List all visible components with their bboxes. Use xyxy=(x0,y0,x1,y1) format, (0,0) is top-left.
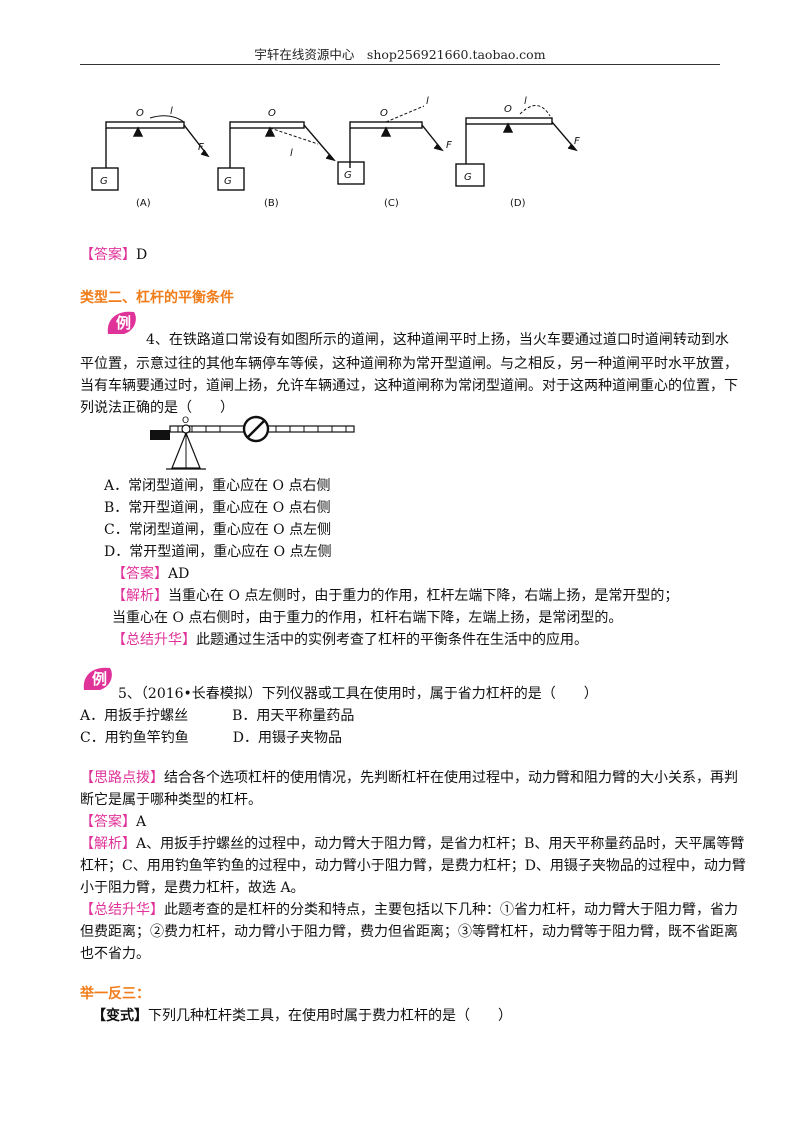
q4-stem-line-3: 当有车辆要通过时，道闸上扬，允许车辆通过，这种道闸称为常闭型道闸。对于这两种道闸… xyxy=(80,378,738,394)
caption-c: (C) xyxy=(384,198,399,209)
weight-label-b: G xyxy=(224,176,232,187)
answer-tag: 【答案】 xyxy=(112,566,168,582)
analysis-text: A、用扳手拧螺丝的过程中，动力臂大于阻力臂，是省力杠杆；B、用天平称量药品时，天… xyxy=(136,836,745,852)
lever-diagram-d xyxy=(455,105,578,187)
svg-text:例: 例 xyxy=(116,314,131,332)
variant-question: 【变式】下列几种杠杆类工具，在使用时属于费力杠杆的是（ ） xyxy=(92,1006,512,1026)
weight-label-d: G xyxy=(464,172,472,183)
q4-summary-line: 【总结升华】此题通过生活中的实例考查了杠杆的平衡条件在生活中的应用。 xyxy=(112,630,588,650)
q5-hint-line-1: 【思路点拨】结合各个选项杠杆的使用情况，先判断杠杆在使用过程中，动力臂和阻力臂的… xyxy=(80,768,738,788)
summary-tag: 【总结升华】 xyxy=(112,632,196,648)
weight-label-c: G xyxy=(344,170,352,181)
q4-stem-line-2: 平位置，示意过往的其他车辆停车等候，这种道闸称为常开型道闸。与之相反，另一种道闸… xyxy=(80,356,738,372)
page-header: 宇轩在线资源中心 shop256921660.taobao.com xyxy=(254,47,546,62)
q5-analysis-line-2: 杠杆；C、用用钓鱼竿钓鱼的过程中，动力臂小于阻力臂，是费力杠杆；D、用镊子夹物品… xyxy=(80,858,746,874)
summary-text: 此题通过生活中的实例考查了杠杆的平衡条件在生活中的应用。 xyxy=(196,632,588,648)
force-label-c: F xyxy=(446,140,452,151)
lever-diagram-c xyxy=(337,105,444,185)
arm-label-c: l xyxy=(426,96,429,107)
q4-analysis-line-2: 当重心在 O 点右侧时，由于重力的作用，杠杆右端下降，左端上扬，是常闭型的。 xyxy=(112,610,623,626)
example-badge-icon: 例 xyxy=(107,311,136,334)
analysis-tag: 【解析】 xyxy=(112,588,168,604)
q4-stem-line-4: 列说法正确的是（ ） xyxy=(80,400,234,416)
q5-answer-line: 【答案】A xyxy=(80,812,146,832)
pivot-label-a: O xyxy=(136,108,144,119)
q5-option-d: D．用镊子夹物品 xyxy=(232,730,342,746)
road-gate-figure: O xyxy=(150,415,355,470)
q5-summary-line-1: 【总结升华】此题考查的是杠杆的分类和特点，主要包括以下几种：①省力杠杆，动力臂大… xyxy=(80,900,738,920)
q5-summary-line-2: 但费距离；②费力杠杆，动力臂小于阻力臂，费力但省距离；③等臂杠杆，动力臂等于阻力… xyxy=(80,924,738,940)
q4-option-a: A．常闭型道闸，重心应在 O 点右侧 xyxy=(104,478,331,494)
variant-tag: 【变式】 xyxy=(92,1008,148,1024)
counterweight-block xyxy=(150,430,170,440)
q5-summary-line-3: 也不省力。 xyxy=(80,946,150,962)
hint-text: 结合各个选项杠杆的使用情况，先判断杠杆在使用过程中，动力臂和阻力臂的大小关系，再… xyxy=(164,770,738,786)
section-title: 类型二、杠杆的平衡条件 xyxy=(80,290,234,306)
answer-value: AD xyxy=(168,566,190,582)
q5-options-row-1: A．用扳手拧螺丝 B．用天平称量药品 xyxy=(80,706,354,726)
pivot-icon xyxy=(181,424,191,434)
summary-text: 此题考查的是杠杆的分类和特点，主要包括以下几种：①省力杠杆，动力臂大于阻力臂，省… xyxy=(164,902,738,918)
q4-option-c: C．常闭型道闸，重心应在 O 点左侧 xyxy=(104,522,332,538)
weight-label-a: G xyxy=(100,176,108,187)
lever-diagram-b xyxy=(217,121,336,191)
q4-stem-line-1: 4、在铁路道口常设有如图所示的道闸，这种道闸平时上扬，当火车要通过道口时道闸转动… xyxy=(146,332,729,348)
answer-tag: 【答案】 xyxy=(80,247,136,263)
q4-analysis-line-1: 【解析】当重心在 O 点左侧时，由于重力的作用，杠杆左端下降，右端上扬，是常开型… xyxy=(112,586,678,606)
q5-option-a: A．用扳手拧螺丝 xyxy=(80,708,189,724)
variant-text: 下列几种杠杆类工具，在使用时属于费力杠杆的是（ ） xyxy=(148,1008,512,1024)
q5-analysis-line-1: 【解析】A、用扳手拧螺丝的过程中，动力臂大于阻力臂，是省力杠杆；B、用天平称量药… xyxy=(80,834,744,854)
arm-label-a: l xyxy=(170,106,173,117)
example-badge-icon: 例 xyxy=(83,667,112,690)
arm-label-b: l xyxy=(290,148,293,159)
q5-option-b: B．用天平称量药品 xyxy=(232,708,355,724)
q4-answer-line: 【答案】AD xyxy=(112,564,189,584)
summary-tag: 【总结升华】 xyxy=(80,902,164,918)
pivot-label-b: O xyxy=(268,108,276,119)
hint-tag: 【思路点拨】 xyxy=(80,770,164,786)
analysis-text: 当重心在 O 点左侧时，由于重力的作用，杠杆左端下降，右端上扬，是常开型的； xyxy=(168,588,679,604)
q3-answer-line: 【答案】D xyxy=(80,245,147,265)
answer-value: A xyxy=(136,814,147,830)
q4-option-d: D．常开型道闸，重心应在 O 点左侧 xyxy=(104,544,332,560)
lever-diagrams-figure: O l F G O l G O l F G O l F G (A) (B) (C… xyxy=(91,96,580,209)
lever-diagram-a xyxy=(91,115,210,191)
answer-tag: 【答案】 xyxy=(80,814,136,830)
caption-a: (A) xyxy=(136,198,151,209)
section-title: 举一反三： xyxy=(80,986,150,1002)
q5-options-row-2: C．用钓鱼竿钓鱼 D．用镊子夹物品 xyxy=(80,728,342,748)
caption-d: (D) xyxy=(510,198,526,209)
gate-pivot-label: O xyxy=(182,416,189,426)
force-label-d: F xyxy=(574,136,580,147)
pivot-label-d: O xyxy=(504,104,512,115)
q5-analysis-line-3: 小于阻力臂，是费力杠杆，故选 A。 xyxy=(80,880,305,896)
arm-label-d: l xyxy=(524,96,527,107)
analysis-tag: 【解析】 xyxy=(80,836,136,852)
pivot-label-c: O xyxy=(380,108,388,119)
q5-hint-line-2: 断它是属于哪种类型的杠杆。 xyxy=(80,792,262,808)
caption-b: (B) xyxy=(264,198,279,209)
answer-value: D xyxy=(136,247,148,263)
q5-stem: 5、（2016•长春模拟）下列仪器或工具在使用时，属于省力杠杆的是（ ） xyxy=(118,686,598,702)
q5-option-c: C．用钓鱼竿钓鱼 xyxy=(80,730,189,746)
svg-text:例: 例 xyxy=(92,670,107,688)
force-label-a: F xyxy=(198,142,204,153)
header-divider xyxy=(80,64,720,65)
q4-option-b: B．常开型道闸，重心应在 O 点右侧 xyxy=(104,500,331,516)
